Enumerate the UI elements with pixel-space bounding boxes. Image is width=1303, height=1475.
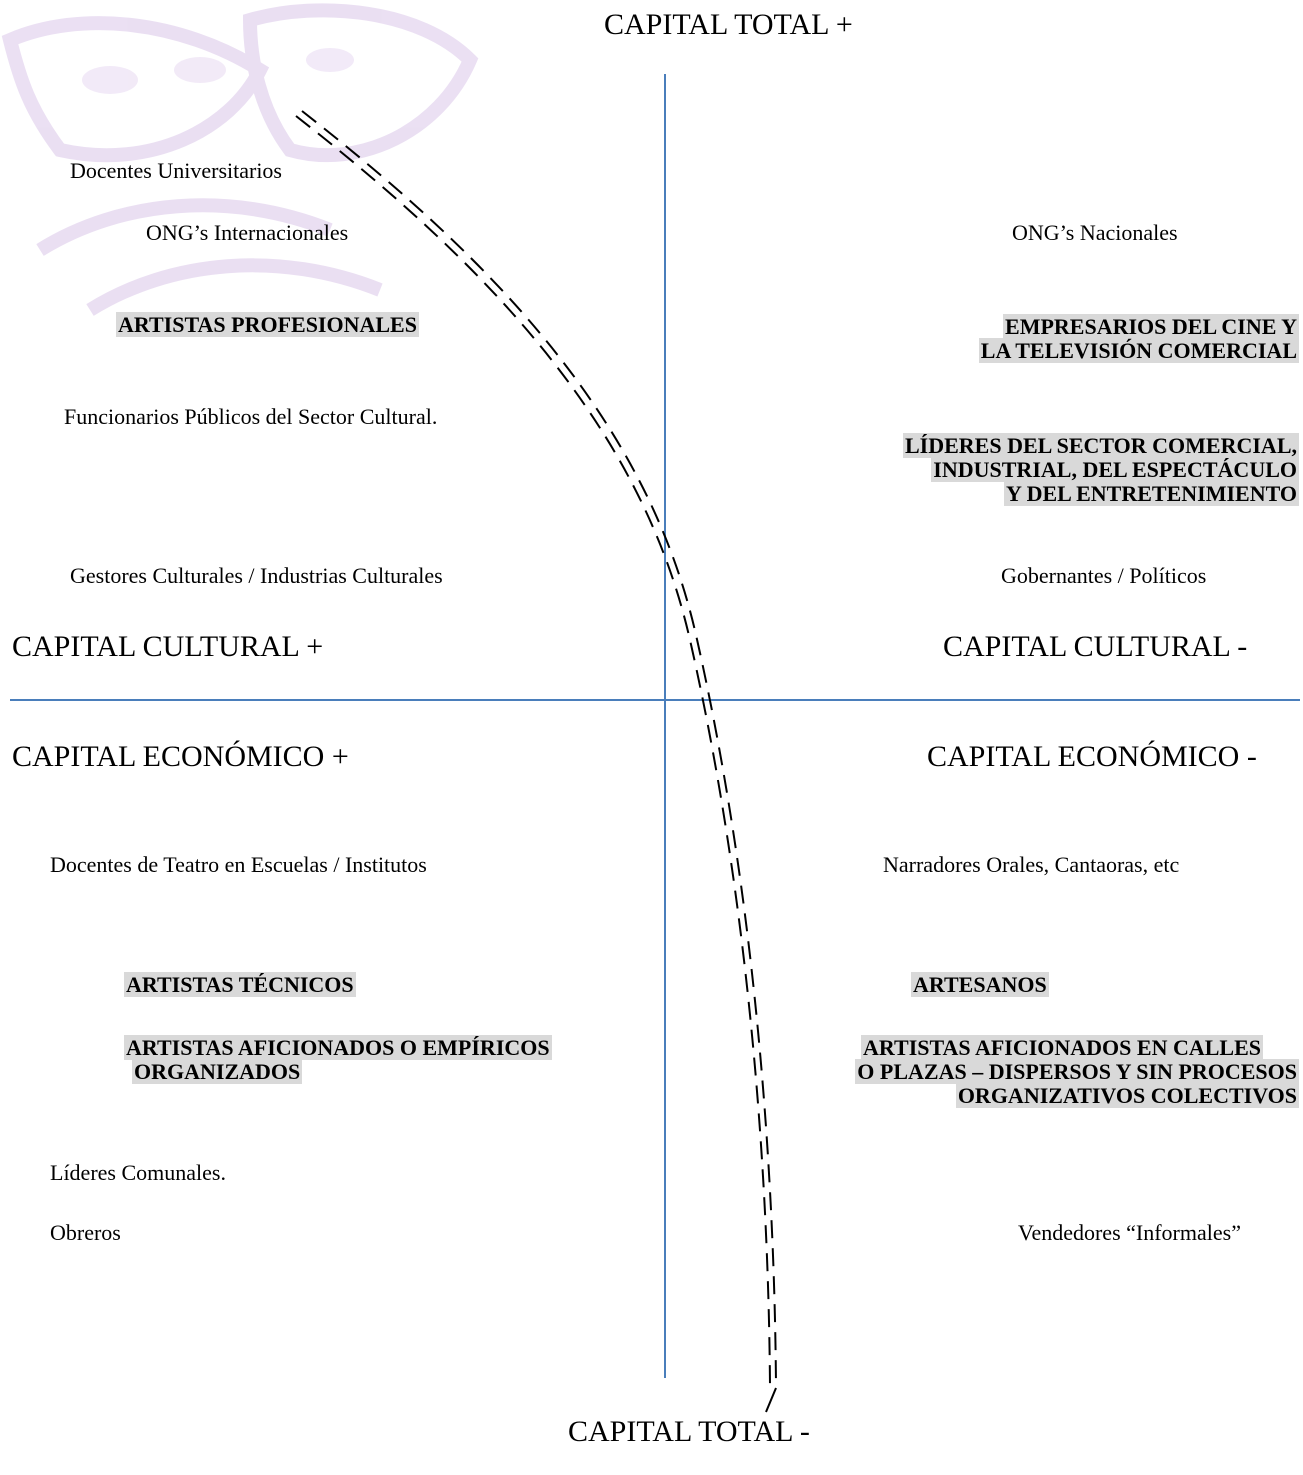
axis-total-bottom: CAPITAL TOTAL - xyxy=(568,1415,810,1448)
empresarios-line-2: LA TELEVISIÓN COMERCIAL xyxy=(978,338,1299,363)
artistas-tecnicos-text: ARTISTAS TÉCNICOS xyxy=(124,972,356,997)
label-ong-internacionales: ONG’s Internacionales xyxy=(146,220,349,245)
lideres-line-2: INDUSTRIAL, DEL ESPECTÁCULO xyxy=(931,457,1299,482)
artistas-aficionados-line-2: ORGANIZADOS xyxy=(132,1059,303,1084)
label-artesanos: ARTESANOS xyxy=(911,972,1049,997)
label-artistas-tecnicos: ARTISTAS TÉCNICOS xyxy=(124,972,356,997)
label-narradores: Narradores Orales, Cantaoras, etc xyxy=(883,852,1180,877)
label-gestores: Gestores Culturales / Industrias Cultura… xyxy=(70,563,443,588)
artistas-calles-line-3: ORGANIZATIVOS COLECTIVOS xyxy=(955,1083,1299,1108)
axis-cultural-minus: CAPITAL CULTURAL - xyxy=(943,630,1248,663)
label-artistas-profesionales: ARTISTAS PROFESIONALES xyxy=(116,312,419,337)
label-funcionarios: Funcionarios Públicos del Sector Cultura… xyxy=(64,404,438,429)
artistas-calles-line-2: O PLAZAS – DISPERSOS Y SIN PROCESOS xyxy=(855,1059,1299,1084)
axis-cultural-plus: CAPITAL CULTURAL + xyxy=(12,630,324,663)
label-empresarios: EMPRESARIOS DEL CINE Y LA TELEVISIÓN COM… xyxy=(978,314,1299,363)
label-vendedores: Vendedores “Informales” xyxy=(1018,1220,1241,1245)
lideres-line-3: Y DEL ENTRETENIMIENTO xyxy=(1004,481,1299,506)
label-lideres: LÍDERES DEL SECTOR COMERCIAL, INDUSTRIAL… xyxy=(902,433,1299,506)
axis-economico-minus: CAPITAL ECONÓMICO - xyxy=(927,740,1257,773)
empresarios-line-1: EMPRESARIOS DEL CINE Y xyxy=(1003,314,1299,339)
label-ong-nacionales: ONG’s Nacionales xyxy=(1012,220,1178,245)
axis-economico-plus: CAPITAL ECONÓMICO + xyxy=(12,740,349,773)
artistas-calles-line-1: ARTISTAS AFICIONADOS EN CALLES xyxy=(861,1035,1263,1060)
label-artistas-calles: ARTISTAS AFICIONADOS EN CALLES O PLAZAS … xyxy=(855,1035,1299,1108)
label-lideres-comunales: Líderes Comunales. xyxy=(50,1160,226,1185)
artistas-aficionados-line-1: ARTISTAS AFICIONADOS O EMPÍRICOS xyxy=(124,1035,552,1060)
artistas-profesionales-text: ARTISTAS PROFESIONALES xyxy=(116,312,419,337)
theater-masks-watermark xyxy=(1,3,479,316)
label-docentes-teatro: Docentes de Teatro en Escuelas / Institu… xyxy=(50,852,427,877)
label-obreros: Obreros xyxy=(50,1220,121,1245)
label-docentes-universitarios: Docentes Universitarios xyxy=(70,158,282,183)
dashed-trajectory-curve xyxy=(295,110,777,1387)
label-artistas-aficionados: ARTISTAS AFICIONADOS O EMPÍRICOS ORGANIZ… xyxy=(124,1035,552,1084)
artesanos-text: ARTESANOS xyxy=(911,972,1049,997)
label-gobernantes: Gobernantes / Políticos xyxy=(1001,563,1207,588)
curve-end-mark xyxy=(765,1387,777,1413)
axis-total-top: CAPITAL TOTAL + xyxy=(604,8,853,41)
lideres-line-1: LÍDERES DEL SECTOR COMERCIAL, xyxy=(902,433,1299,458)
